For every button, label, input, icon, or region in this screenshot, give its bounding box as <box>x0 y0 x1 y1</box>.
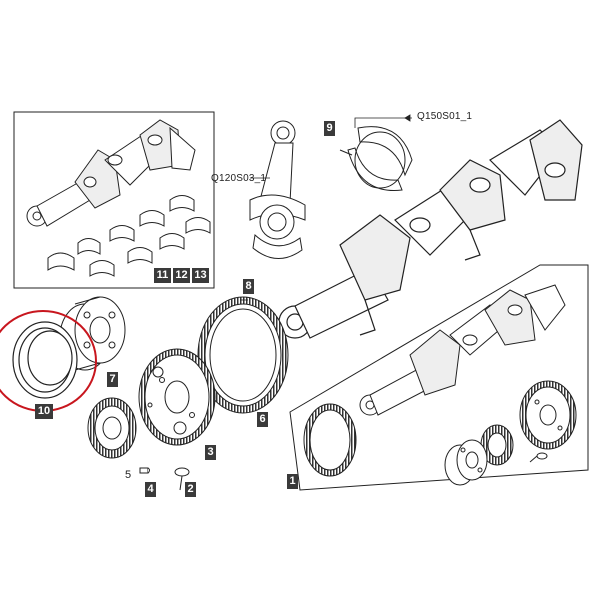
dowel-pin <box>139 467 150 474</box>
callout-9: 9 <box>324 121 335 136</box>
assembly-sprocket <box>480 424 514 466</box>
callout-2: 2 <box>185 482 196 497</box>
oil-seal <box>12 321 78 399</box>
callout-6: 6 <box>257 412 268 427</box>
callout-1: 1 <box>287 474 298 489</box>
conrod-reference-label: Q120S03_1 <box>211 173 267 184</box>
callout-7: 7 <box>107 372 118 387</box>
callout-10: 10 <box>35 404 53 419</box>
callout-3: 3 <box>205 445 216 460</box>
bearing-shells-reference-label: Q150S01_1 <box>417 111 473 122</box>
assembly-timing-gear <box>519 380 577 450</box>
leader-lines <box>240 114 412 301</box>
inset-frame-crankshaft-bearings <box>13 111 215 289</box>
callout-5: 5 <box>125 469 132 481</box>
timing-gear <box>138 348 216 446</box>
inset-frame-complete-assembly <box>289 264 589 491</box>
assembly-small-gear-ring <box>303 403 357 477</box>
inset-bearing-shells <box>47 195 211 277</box>
callout-12: 12 <box>173 268 190 283</box>
assembly-screw <box>529 452 548 463</box>
flywheel-ring-gear <box>197 296 289 414</box>
assembly-crankshaft <box>359 284 566 416</box>
flange-screw <box>174 467 190 491</box>
crankshaft-sprocket <box>87 397 137 459</box>
callout-11: 11 <box>154 268 171 283</box>
main-bearing-shells <box>339 126 413 191</box>
connecting-rod <box>249 120 306 259</box>
assembly-flange-hub <box>444 439 488 486</box>
main-crankshaft <box>278 119 583 339</box>
inset-crankshaft <box>26 119 196 227</box>
callout-8: 8 <box>243 279 254 294</box>
callout-4: 4 <box>145 482 156 497</box>
callout-13: 13 <box>192 268 209 283</box>
